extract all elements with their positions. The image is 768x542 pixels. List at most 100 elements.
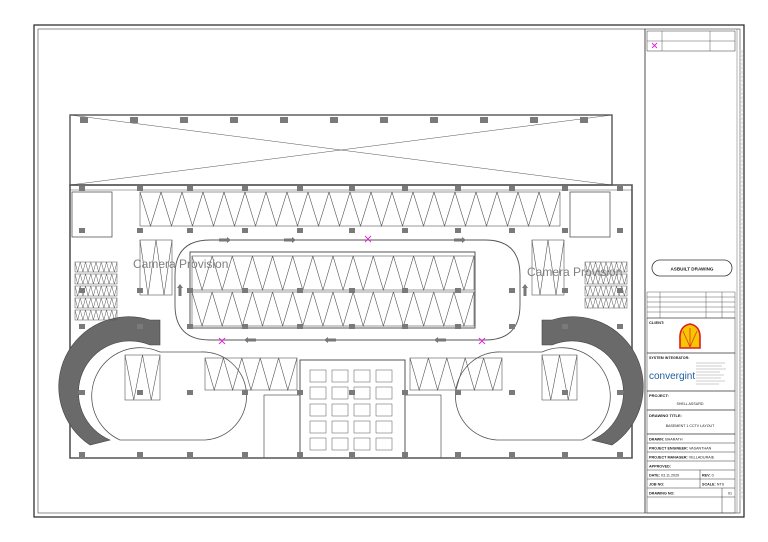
column	[79, 324, 85, 329]
direction-arrow	[324, 337, 336, 343]
drawing-no-value: 01	[728, 492, 732, 496]
column	[297, 288, 303, 293]
basement-columns	[79, 186, 623, 457]
camera-markers	[218, 235, 486, 345]
stall-west-upper-stalls	[139, 239, 173, 296]
column	[79, 288, 85, 293]
core-cell	[375, 420, 393, 434]
column	[562, 186, 568, 191]
camera-provision-label-right: Camera Provision	[527, 265, 622, 279]
project-manager-row: PROJECT MANAGER: VELLADURAIE	[649, 456, 715, 460]
column	[509, 390, 515, 395]
revision-camera-legend-icon	[651, 42, 658, 49]
top-columns	[80, 117, 588, 123]
stall-row-north-frame	[139, 191, 561, 227]
drawn-value: BHARATH	[665, 438, 683, 442]
column	[509, 186, 515, 191]
column	[509, 452, 515, 457]
upper-slab-diagonal-2	[69, 114, 613, 186]
ramp-east	[541, 316, 644, 446]
column	[242, 228, 248, 233]
parking-west-stacks	[74, 261, 118, 321]
column	[349, 186, 355, 191]
west-stack-row	[74, 273, 118, 285]
central-core	[299, 359, 406, 459]
core-cell	[331, 386, 349, 400]
core-cell	[353, 420, 371, 434]
column	[455, 186, 461, 191]
stall-row-south-east-stalls	[409, 357, 503, 392]
project-label: PROJECT:	[649, 393, 669, 398]
column	[242, 390, 248, 395]
core-cell	[309, 437, 327, 451]
ramp-west-inner	[91, 347, 247, 441]
column	[297, 390, 303, 395]
column	[530, 117, 538, 123]
date-value: 03.11.2020	[661, 474, 679, 478]
rev-value: 0	[712, 474, 714, 478]
project-engineer-label: PROJECT ENGINEER:	[649, 447, 688, 451]
core-cell	[353, 403, 371, 417]
title-block: ASBUILT DRAWING CLIENT: SYSTEM INTEGRATO…	[646, 30, 736, 514]
direction-arrow	[244, 337, 256, 343]
system-integrator-label: SYSTEM INTEGRATOR:	[649, 356, 689, 360]
direction-arrow	[219, 237, 231, 243]
column	[349, 288, 355, 293]
stall-row-mid-1-stalls	[191, 255, 475, 292]
core-cell	[353, 437, 371, 451]
drawing-no-label: DRAWING NO:	[649, 492, 675, 496]
project-manager-label: PROJECT MANAGER:	[649, 456, 688, 460]
column	[562, 228, 568, 233]
core-cell	[353, 369, 371, 383]
column	[509, 288, 515, 293]
core-cell	[309, 420, 327, 434]
integrator-address-lines	[696, 362, 726, 385]
scale-value: NTS	[717, 483, 725, 487]
direction-arrow	[522, 284, 528, 296]
column	[349, 390, 355, 395]
column	[242, 452, 248, 457]
column	[402, 390, 408, 395]
core-stair-east	[404, 394, 442, 459]
column	[297, 186, 303, 191]
west-stack-hatch	[74, 285, 118, 297]
column	[137, 390, 143, 395]
parking-row-middle-1	[191, 255, 475, 292]
column	[580, 117, 588, 123]
column	[562, 452, 568, 457]
ramp-east-inner	[455, 347, 611, 441]
column	[187, 390, 193, 395]
stall-east-ramp-1-frame	[541, 354, 578, 401]
east-stack-hatch	[584, 273, 628, 285]
column	[562, 288, 568, 293]
column	[617, 186, 623, 191]
stall-row-mid-2-stalls	[191, 291, 475, 328]
drawn-row: DRAWN: BHARATH	[649, 438, 683, 442]
project-engineer-row: PROJECT ENGINEER: VASANTHAN	[649, 447, 712, 451]
client-label: CLIENT:	[649, 320, 664, 325]
column	[187, 324, 193, 329]
stall-west-ramp-1-stalls	[124, 354, 161, 401]
column	[242, 186, 248, 191]
column	[137, 228, 143, 233]
column	[402, 186, 408, 191]
stall-row-south-west-stalls	[204, 357, 298, 392]
column	[509, 228, 515, 233]
stall-row-mid-1-frame	[191, 255, 475, 291]
column	[79, 186, 85, 191]
info-rows	[646, 433, 736, 514]
column	[562, 390, 568, 395]
parking-west-ramp	[124, 239, 173, 401]
column	[330, 117, 338, 123]
drawing-title-value: BASEMENT 1 CCTV LAYOUT	[666, 424, 715, 428]
column	[617, 228, 623, 233]
column	[480, 117, 488, 123]
column	[79, 228, 85, 233]
east-stack-hatch	[584, 297, 628, 309]
parking-east-ramp	[531, 239, 578, 401]
column	[297, 452, 303, 457]
convergint-logo: convergint	[649, 371, 695, 382]
column	[280, 117, 288, 123]
stall-row-mid-2-frame	[191, 291, 475, 327]
core-cell	[353, 386, 371, 400]
